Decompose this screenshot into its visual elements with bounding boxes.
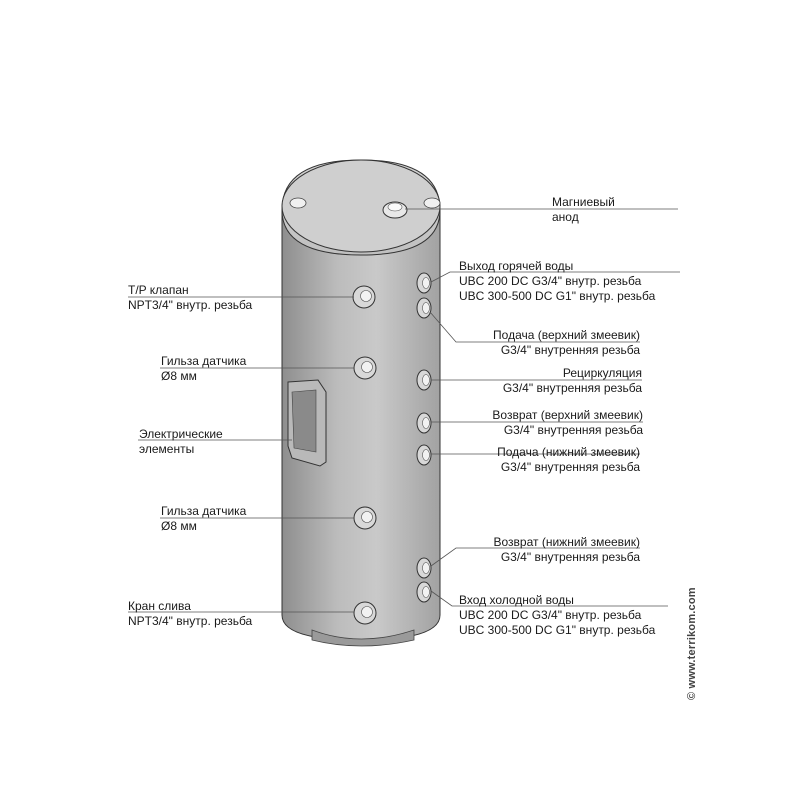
tank-bottom [311, 629, 415, 647]
label-feed-lower: Подача (нижний змеевик) G3/4" внутренняя… [497, 445, 640, 474]
front-ports [352, 285, 377, 625]
label-sensor-2: Гильза датчика Ø8 мм [161, 504, 247, 533]
electric-element-panel [291, 389, 317, 453]
label-drain: Кран слива NPT3/4" внутр. резьба [128, 599, 253, 628]
label-sensor-1: Гильза датчика Ø8 мм [161, 354, 247, 383]
top-boss-right [423, 197, 441, 209]
tank-top-cap [281, 159, 441, 253]
side-ports [416, 272, 432, 603]
label-recirc: Рециркуляция G3/4" внутренняя резьба [502, 366, 642, 395]
label-anode: Магниевый анод [552, 195, 615, 224]
leader-return-lower [430, 547, 640, 567]
label-cold-in: Вход холодной воды UBC 200 DC G3/4" внут… [459, 593, 656, 637]
watermark: © www.terrikom.com [686, 587, 698, 700]
tank [281, 159, 441, 647]
label-return-lower: Возврат (нижний змеевик) G3/4" внутрення… [493, 535, 640, 564]
label-return-upper: Возврат (верхний змеевик) G3/4" внутренн… [492, 408, 643, 437]
leader-feed-upper [429, 311, 640, 343]
label-tp-valve: T/P клапан NPT3/4" внутр. резьба [128, 283, 253, 312]
label-electric: Электрические элементы [139, 427, 223, 456]
leader-lines [128, 208, 680, 613]
label-feed-upper: Подача (верхний змеевик) G3/4" внутрення… [493, 328, 640, 357]
label-hot-out: Выход горячей воды UBC 200 DC G3/4" внут… [459, 259, 656, 303]
anode-port-inner [387, 202, 403, 212]
leader-hot-out [430, 271, 680, 283]
leader-cold-in [430, 590, 668, 607]
top-boss-left [289, 197, 307, 209]
